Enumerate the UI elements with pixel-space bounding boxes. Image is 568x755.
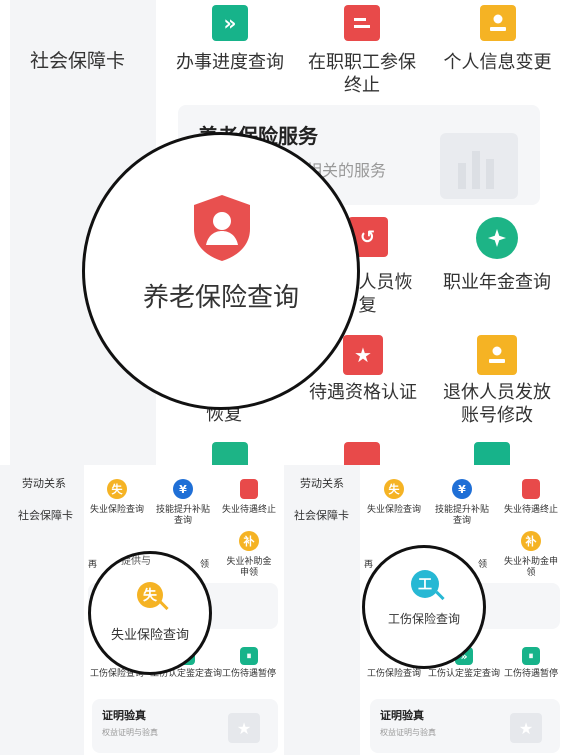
unemployment-insurance-query[interactable]: 失 失业保险查询 [84,475,150,525]
injury-insurance-query[interactable]: 工伤保险查询 [84,647,150,695]
partial-text: 再 [88,560,98,570]
pension-services-card[interactable]: 养老保险服务 相关的服务 [178,105,540,205]
service-label: 失业补助金申领 [504,557,559,579]
sidebar-item-social-security-card[interactable]: 社会保障卡 [294,509,349,522]
top-screenshot: 社会保障卡 » 办事进度查询 在职职工参保终止 个人信息变更 养老保险服务 相关… [10,0,565,465]
certificate-verify-card[interactable]: 证明验真 权益证明与验真 ★ [92,699,278,753]
unemployment-subsidy-apply[interactable]: 补 失业补助金申领 [216,531,282,581]
magnifying-glass-icon [435,590,445,601]
service-label: 失业待遇终止 [221,505,276,515]
service-label: 失业待遇终止 [503,505,558,515]
magnifier-label: 工伤保险查询 [387,612,460,626]
service-label: 个人信息变更 [443,52,552,73]
unemployment-icon: 失 [384,479,404,499]
magnifier-label: 失业保险查询 [110,628,189,643]
partial-text: 再 [364,560,374,570]
service-label: 职业年金查询 [443,272,551,293]
retiree-account-change[interactable]: 退休人员发放账号修改 [432,330,562,440]
injury-benefit-pause[interactable]: ⏸ 工伤待遇暂停 [496,647,566,695]
certificate-verify-card[interactable]: 证明验真 权益证明与验真 ★ [370,699,560,753]
sidebar [0,465,84,755]
bottom-left-screenshot: 劳动关系 社会保障卡 失 失业保险查询 ¥ 技能提升补贴查询 失业待遇终止 再 … [0,465,284,755]
service-label: 工伤保险查询 [366,669,421,679]
pause-icon: ⏸ [522,647,540,665]
service-label: 技能提升补贴查询 [434,505,489,527]
employee-insurance-termination[interactable]: 在职职工参保终止 [302,0,422,100]
skill-subsidy-query[interactable]: ¥ 技能提升补贴查询 [150,475,216,527]
magnifier-label: 养老保险查询 [142,283,299,313]
magnifying-glass-icon [159,600,169,611]
magnifier-circle: 提供与 失 失业保险查询 [88,551,212,675]
document-icon [344,5,380,41]
service-label: 失业补助金申领 [226,557,272,579]
service-progress-query[interactable]: » 办事进度查询 [165,0,295,100]
partial-text: 领 [200,560,210,570]
subsidy-icon: 补 [521,531,541,551]
unemployment-insurance-query[interactable]: 失 失业保险查询 [360,475,428,525]
document-icon [522,479,540,499]
pause-icon: ⏸ [240,647,258,665]
skill-subsidy-query[interactable]: ¥ 技能提升补贴查询 [428,475,496,527]
yuan-search-icon: ¥ [452,479,472,499]
shield-person-icon [191,193,253,263]
partial-service-icon [344,442,380,465]
service-label: 工伤认定鉴定查询 [428,669,501,679]
unemployment-benefit-termination[interactable]: 失业待遇终止 [216,475,282,525]
service-label: 工伤保险查询 [89,669,144,679]
occupational-annuity-query[interactable]: 职业年金查询 [432,212,562,312]
sidebar-item-social-security-card[interactable]: 社会保障卡 [18,509,73,522]
service-label: 工伤待遇暂停 [221,669,276,679]
sidebar [284,465,360,755]
partial-service-icon [212,442,248,465]
injury-insurance-query[interactable]: 工伤保险查询 [360,647,428,695]
injury-benefit-pause[interactable]: ⏸ 工伤待遇暂停 [216,647,282,695]
person-card-icon [479,5,516,41]
service-label: 在职职工参保终止 [308,52,416,96]
card-subtitle: 权益证明与验真 [102,728,158,737]
partial-text: 提供与 [121,556,151,567]
service-label: 办事进度查询 [176,52,284,73]
bottom-right-screenshot: 劳动关系 社会保障卡 失 失业保险查询 ¥ 技能提升补贴查询 失业待遇终止 再 … [284,465,568,755]
service-label: 待遇资格认证 [309,382,417,403]
service-label: 失业保险查询 [366,505,421,515]
diamond-icon [476,217,518,259]
subsidy-icon: 补 [239,531,259,551]
star-badge-icon: ★ [510,713,542,743]
benefit-qualification-certification[interactable]: ★ 待遇资格认证 [302,330,424,430]
personal-info-change[interactable]: 个人信息变更 [430,0,565,100]
unemployment-benefit-termination[interactable]: 失业待遇终止 [496,475,566,525]
person-card-icon [477,335,517,375]
card-title: 证明验真 [102,709,146,722]
partial-service-icon [474,442,510,465]
service-label: 退休人员发放账号修改 [443,382,551,426]
star-icon: ★ [343,335,383,375]
card-title: 证明验真 [380,709,424,722]
card-subtitle: 权益证明与验真 [380,728,436,737]
sidebar-item-social-security-card[interactable]: 社会保障卡 [30,50,126,72]
bar-chart-illustration-icon [440,133,518,199]
double-chevron-icon: » [212,5,248,41]
star-badge-icon: ★ [228,713,260,743]
document-icon [240,479,258,499]
unemployment-icon: 失 [107,479,127,499]
sidebar-item-labor-relations[interactable]: 劳动关系 [300,477,344,490]
injury-icon: 工 [411,570,439,598]
unemployment-subsidy-apply[interactable]: 补 失业补助金申领 [496,531,566,581]
magnifier-circle: 工 工伤保险查询 [362,545,486,669]
service-label: 技能提升补贴查询 [156,505,211,527]
service-label: 失业保险查询 [89,505,144,515]
partial-text: 领 [478,560,488,570]
unemployment-icon: 失 [137,582,163,608]
yuan-search-icon: ¥ [173,479,193,499]
service-label: 工伤认定鉴定查询 [150,669,223,679]
service-label: 工伤待遇暂停 [503,669,558,679]
section-subtitle: 相关的服务 [306,161,387,180]
magnifier-circle: 养老保险查询 [82,132,360,410]
sidebar-item-labor-relations[interactable]: 劳动关系 [22,477,66,490]
